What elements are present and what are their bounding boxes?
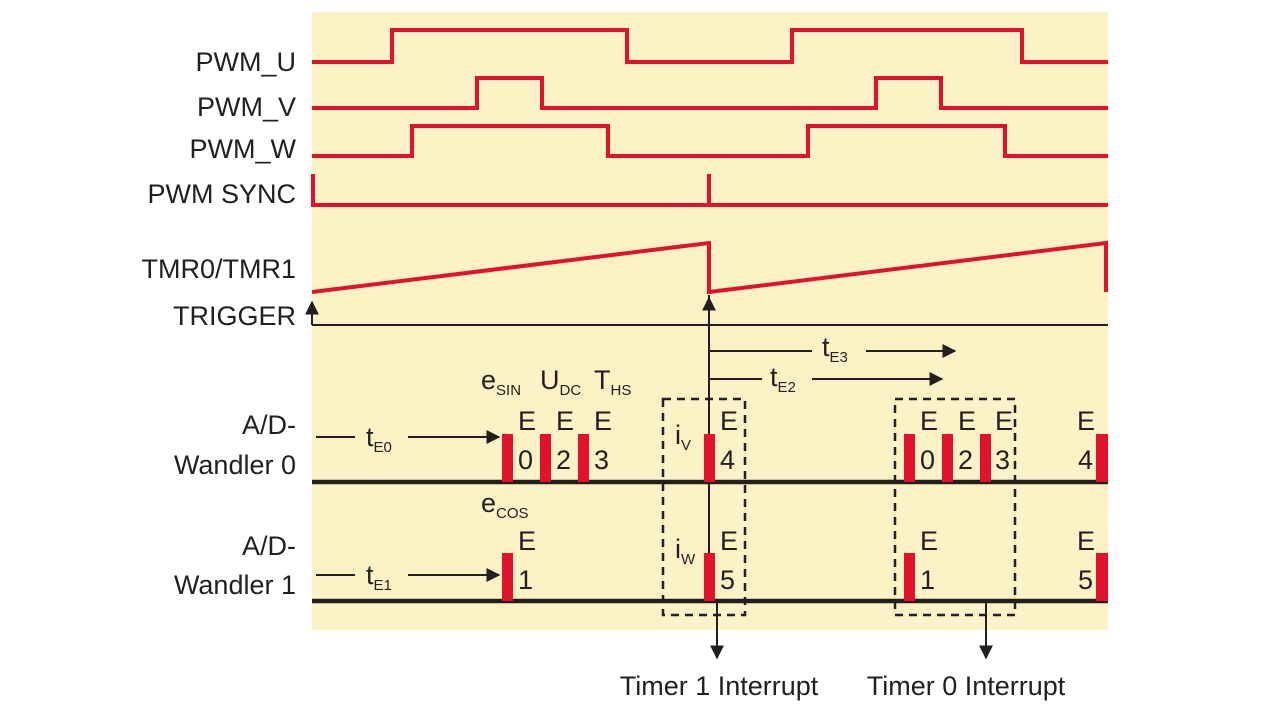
adc0-event-bar-e4 [704,434,715,482]
esin-main: e [481,365,496,395]
adc0-e-letter-3: E [594,406,612,436]
adc0-e-num-0b: 0 [920,445,935,475]
ths-label: THS [594,365,631,399]
adc0-e-num-0: 0 [518,445,533,475]
ecos-main: e [481,488,496,518]
iv-main: i [675,420,681,450]
pwm-sync-waveform [311,174,1108,207]
adc0-e-letter-8: E [1077,406,1095,436]
adc1-e-num-5b: 5 [1078,565,1093,595]
pwm-u-waveform [312,28,1108,64]
adc0-event-bar-e0b [904,434,915,482]
adc0-e-letter-4: E [720,406,738,436]
adc1-event-bar-e5 [704,553,715,601]
adc0-event-bar-e0 [502,434,513,482]
adc1-label-line1: A/D- [242,531,296,561]
udc-label: UDC [540,365,581,399]
tmr-label: TMR0/TMR1 [142,254,297,284]
adc0-e-letter-7: E [995,406,1013,436]
tmr-sawtooth [311,240,1108,295]
adc0-e-letter-6: E [958,406,976,436]
te0-label: tE0 [366,422,392,456]
adc0-event-bar-e3 [578,434,589,482]
te0-sub: E0 [374,439,392,456]
pwm-sync-label: PWM SYNC [148,179,297,209]
trigger-label: TRIGGER [173,301,296,331]
esin-label: eSIN [481,365,521,399]
adc0-label-line2: Wandler 0 [174,450,296,480]
adc1-e-letter-3: E [920,526,938,556]
iw-label: iW [675,534,696,568]
adc0-e-num-2b: 2 [958,445,973,475]
adc0-e-num-2: 2 [556,445,571,475]
pwm-v-label: PWM_V [197,92,296,122]
te0-main: t [366,422,374,452]
adc1-e-num-1: 1 [518,565,533,595]
te1-label: tE1 [366,560,392,594]
adc1-label-line2: Wandler 1 [174,570,296,600]
te1-main: t [366,560,374,590]
te1-sub: E1 [374,577,392,594]
te2-main: t [770,362,778,392]
esin-sub: SIN [496,382,521,399]
udc-sub: DC [560,382,582,399]
ths-sub: HS [611,382,632,399]
ths-main: T [594,365,611,395]
adc0-event-bar-e3b [980,434,991,482]
adc1-e-letter-1: E [518,526,536,556]
adc0-label-line1: A/D- [242,410,296,440]
adc0-e-letter-2: E [556,406,574,436]
adc0-event-bar-e4b [1096,434,1108,482]
adc1-event-bar-e1b [904,553,915,601]
te3-main: t [822,332,830,362]
pwm-u-label: PWM_U [196,47,297,77]
ecos-label: eCOS [481,488,529,522]
pwm-w-waveform [312,124,1108,158]
te3-label: tE3 [822,332,848,366]
iv-sub: V [681,437,691,454]
adc0-event-bar-e2b [942,434,953,482]
timer0-dashed-box [893,397,1017,617]
adc1-e-letter-2: E [720,526,738,556]
adc0-e-num-4: 4 [720,445,735,475]
te2-sub: E2 [778,379,796,396]
iw-main: i [675,534,681,564]
adc0-e-letter-1: E [518,406,536,436]
pwm-v-waveform [312,76,1108,110]
adc0-e-num-4b: 4 [1078,445,1093,475]
adc0-event-bar-e2 [540,434,551,482]
timer0-interrupt-label: Timer 0 Interrupt [867,671,1066,701]
adc1-event-bar-e5b [1096,553,1108,601]
timer1-interrupt-label: Timer 1 Interrupt [620,671,819,701]
adc0-e-num-3b: 3 [995,445,1010,475]
adc1-event-bar-e1 [502,553,513,601]
adc0-e-letter-5: E [920,406,938,436]
adc1-e-num-1b: 1 [920,565,935,595]
pwm-w-label: PWM_W [190,134,297,164]
adc1-e-num-5: 5 [720,565,735,595]
adc0-e-num-3: 3 [594,445,609,475]
te2-label: tE2 [770,362,796,396]
iw-sub: W [681,551,696,568]
timer1-dashed-box [661,397,747,617]
ecos-sub: COS [496,505,529,522]
adc1-e-letter-4: E [1077,526,1095,556]
udc-main: U [540,365,560,395]
iv-label: iV [675,420,691,454]
te3-sub: E3 [830,349,848,366]
